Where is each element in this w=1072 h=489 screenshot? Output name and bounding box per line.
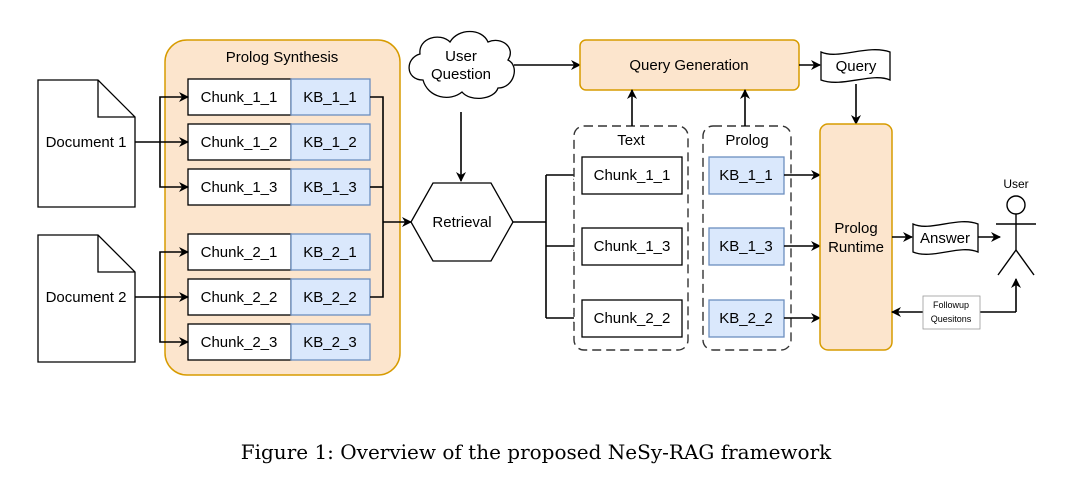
followup-line1: Followup [933,300,969,310]
kb-box [290,278,371,316]
chunk-label: Chunk_2_3 [201,334,278,351]
prolog-kb-label: KB_1_3 [719,238,772,255]
figure-caption: Figure 1: Overview of the proposed NeSy-… [240,440,832,464]
kb-box [290,123,371,161]
user-head-icon [1006,195,1026,215]
retrieval-node: Retrieval [410,182,514,262]
chunk-label: Chunk_1_3 [201,179,278,196]
retrieval-to-text-edges [513,170,583,323]
text-chunk-box [581,227,683,266]
kb-to-runtime-edges [784,170,821,323]
document-1: Document 1 [37,79,136,208]
text-chunk-box [581,156,683,195]
prolog-kb-box [708,299,785,338]
kb-box [290,233,371,271]
synthesis-row-1: Chunk_1_1 KB_1_1 [187,78,371,116]
document-2-edges [135,247,189,347]
chunk-box [187,123,292,161]
query-node: Query [820,49,891,83]
kb-box [290,323,371,361]
followup-label-box: Followup Quesitons [922,295,981,330]
document-1-label: Document 1 [46,134,127,151]
chunk-box [187,168,292,206]
answer-label: Answer [920,230,970,247]
prolog-runtime-line2: Runtime [828,239,884,256]
retrieval-label: Retrieval [432,214,491,231]
kb-label: KB_2_1 [303,244,356,261]
text-chunk-label: Chunk_1_1 [594,167,671,184]
text-group-title: Text [617,132,645,149]
prolog-runtime-line1: Prolog [834,220,877,237]
kb-label: KB_1_3 [303,179,356,196]
prolog-group-title: Prolog [725,132,768,149]
user-question-line1: User [445,48,477,65]
user-question-line2: Question [431,66,491,83]
prolog-kb-label: KB_2_2 [719,310,772,327]
text-chunk-label: Chunk_2_2 [594,310,671,327]
chunk-label: Chunk_2_2 [201,289,278,306]
user-actor: User [996,177,1036,276]
document-2-label: Document 2 [46,289,127,306]
prolog-group: Prolog KB_1_1 KB_1_3 KB_2_2 [702,125,792,351]
synthesis-row-4: Chunk_2_1 KB_2_1 [187,233,371,271]
synthesis-row-3: Chunk_1_3 KB_1_3 [187,168,371,206]
text-chunk-box [581,299,683,338]
kb-box [290,78,371,116]
prolog-runtime-node: Prolog Runtime [819,123,893,351]
synthesis-row-2: Chunk_1_2 KB_1_2 [187,123,371,161]
followup-line2: Quesitons [931,314,972,324]
kb-label: KB_1_1 [303,89,356,106]
user-label: User [1003,177,1028,191]
chunk-box [187,78,292,116]
framework-diagram: Document 1 Document 2 Prolog Synthesis C… [37,30,1036,376]
text-chunk-label: Chunk_1_3 [594,238,671,255]
kb-label: KB_2_3 [303,334,356,351]
kb-box [290,168,371,206]
prolog-kb-box [708,227,785,266]
synthesis-row-6: Chunk_2_3 KB_2_3 [187,323,371,361]
kb-label: KB_1_2 [303,134,356,151]
kb-label: KB_2_2 [303,289,356,306]
text-group: Text Chunk_1_1 Chunk_1_3 Chunk_2_2 [573,125,689,351]
query-generation-label: Query Generation [629,57,748,74]
chunk-label: Chunk_1_2 [201,134,278,151]
document-2: Document 2 [37,234,136,363]
chunk-label: Chunk_2_1 [201,244,278,261]
prolog-synthesis-title: Prolog Synthesis [226,49,339,66]
query-generation-node: Query Generation [579,39,800,91]
answer-node: Answer [912,221,979,255]
chunk-label: Chunk_1_1 [201,89,278,106]
query-label: Query [836,58,877,75]
user-question-cloud: User Question [408,30,515,99]
synthesis-row-5: Chunk_2_2 KB_2_2 [187,278,371,316]
document-1-edges [135,92,189,192]
prolog-kb-box [708,156,785,195]
prolog-kb-label: KB_1_1 [719,167,772,184]
kb-to-retrieval-edges [370,96,412,298]
